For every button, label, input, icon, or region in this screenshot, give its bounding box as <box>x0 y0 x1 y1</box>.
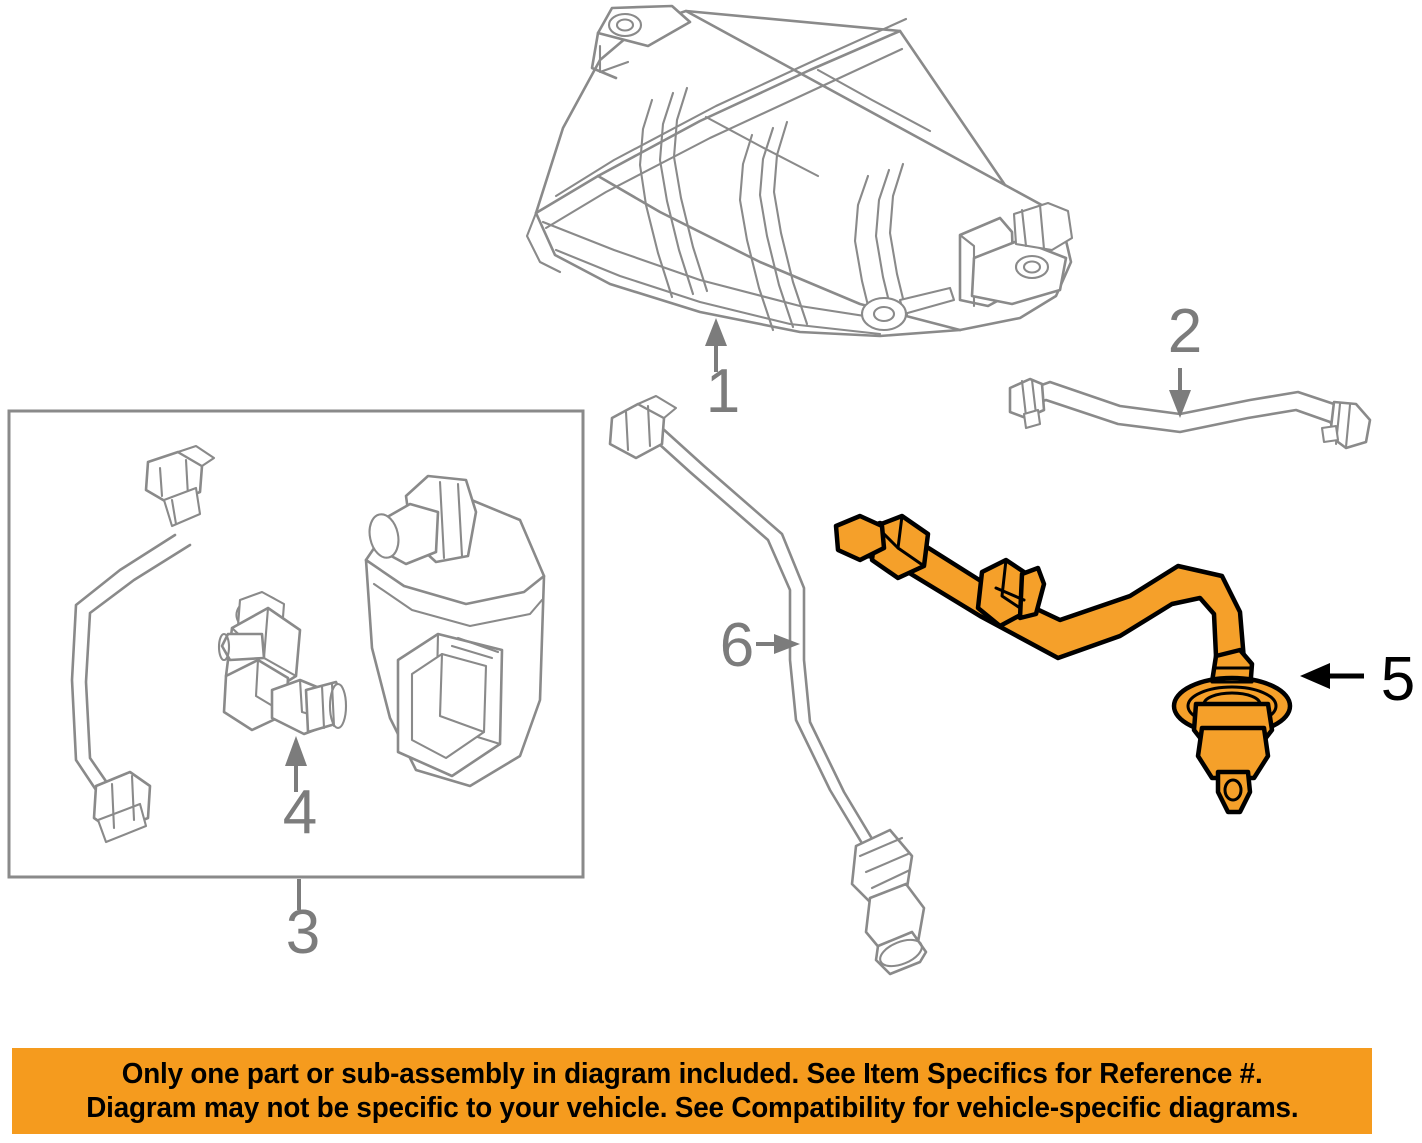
callout-arrow-5 <box>1300 663 1364 689</box>
notice-banner-line-1: Only one part or sub-assembly in diagram… <box>121 1057 1263 1090</box>
part-vapor-hose <box>1008 377 1372 450</box>
purge-solenoid <box>364 474 546 788</box>
callout-label-6: 6 <box>720 611 754 680</box>
callout-arrow-4 <box>285 736 307 792</box>
part-vapor-canister <box>525 4 1074 338</box>
callout-label-2: 2 <box>1168 297 1202 366</box>
notice-banner: Only one part or sub-assembly in diagram… <box>12 1048 1372 1134</box>
purge-control-valve <box>217 590 348 736</box>
part-oxygen-sensor-highlighted <box>833 513 1293 815</box>
callout-label-1: 1 <box>706 357 740 426</box>
wire-harness <box>70 444 216 844</box>
part-sub-assembly-box <box>7 409 585 879</box>
callout-arrow-6 <box>756 634 800 654</box>
callout-arrow-1 <box>705 318 727 372</box>
callout-label-3: 3 <box>286 898 320 967</box>
callout-label-4: 4 <box>283 778 317 847</box>
callout-arrow-2 <box>1169 368 1191 418</box>
callout-label-5: 5 <box>1381 645 1415 714</box>
notice-banner-line-2: Diagram may not be specific to your vehi… <box>85 1092 1299 1124</box>
part-oxygen-sensor-secondary <box>608 394 928 976</box>
